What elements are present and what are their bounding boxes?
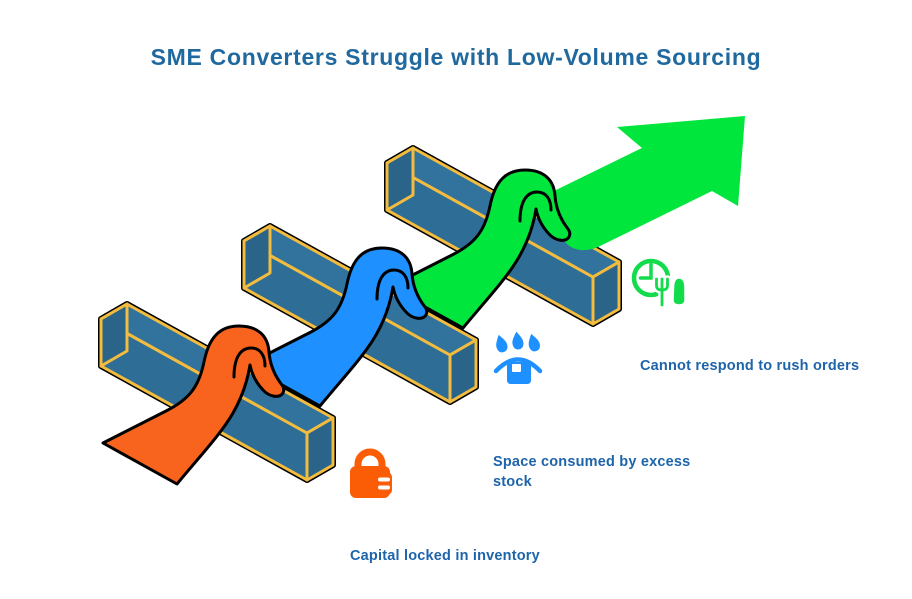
caption-rush-orders: Cannot respond to rush orders (640, 358, 860, 374)
caption-capital-locked: Capital locked in inventory (350, 548, 540, 564)
page-title: SME Converters Struggle with Low-Volume … (150, 44, 762, 70)
padlock-icon (350, 448, 392, 498)
caption-space-consumed: Space consumed by excess stock (493, 454, 691, 490)
clock-cutlery-icon (631, 258, 687, 309)
growth-arrow (555, 116, 745, 251)
water-drops-package-icon (493, 330, 543, 384)
